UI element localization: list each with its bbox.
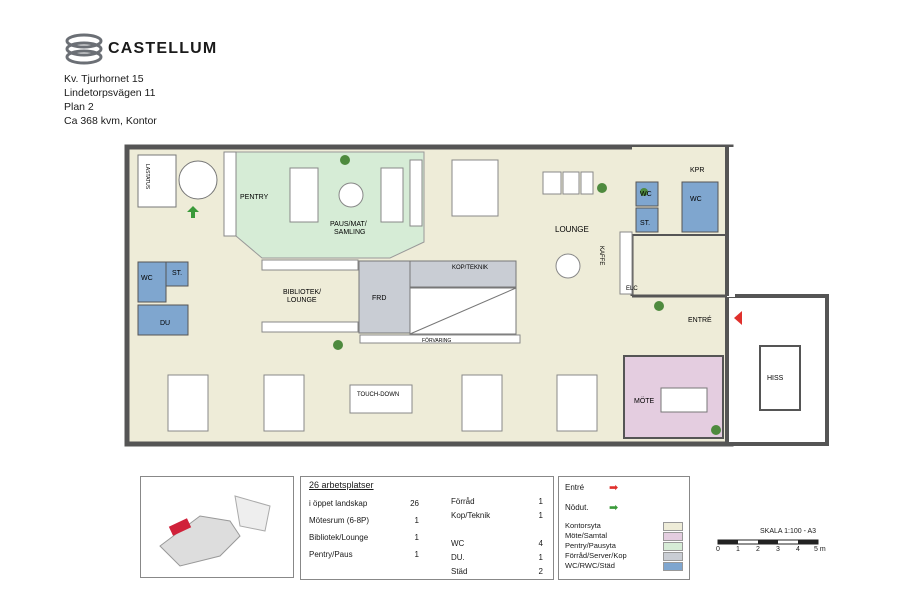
label-mote: MÖTE — [634, 397, 655, 405]
label-st-right: ST. — [640, 220, 650, 227]
label-du: DU — [160, 320, 170, 327]
st-left — [165, 261, 189, 287]
spiral-stair — [178, 160, 218, 200]
summary-row-motesrum: Mötesrum (6-8P)1 — [309, 516, 419, 525]
property-name: Kv. Tjurhornet 15 — [64, 73, 144, 85]
elevator-shaft — [137, 154, 177, 208]
summary-title: 26 arbetsplatser — [309, 480, 374, 490]
wc-left — [137, 261, 167, 303]
brand-name: CASTELLUM — [108, 40, 218, 57]
wc-right-2 — [681, 181, 719, 233]
du-room — [137, 304, 189, 336]
plants — [333, 155, 721, 435]
site-map — [140, 476, 294, 578]
site-highlight — [168, 518, 192, 536]
legend-item-pentry: Pentry/Pausyta — [565, 541, 683, 551]
exit-icon: ➡ — [609, 502, 619, 514]
label-kop: KOP/TEKNIK — [452, 265, 488, 271]
scale-tick-3: 3 — [776, 546, 780, 553]
property-area: Ca 368 kvm, Kontor — [64, 115, 157, 127]
label-lounge: LOUNGE — [555, 225, 589, 234]
label-paus: PAUS/MAT/ — [330, 221, 367, 228]
scale-tick-1: 1 — [736, 546, 740, 553]
label-elc: ELC — [626, 286, 638, 292]
label-pentry: PENTRY — [240, 194, 269, 201]
label-lastatus: LASTATUS — [144, 164, 150, 190]
scale-tick-4: 4 — [796, 546, 800, 553]
property-floor: Plan 2 — [64, 101, 94, 113]
legend-entre: Entré — [565, 483, 585, 492]
kaffe-counter — [619, 231, 633, 295]
storage-strip — [359, 334, 521, 344]
legend-item-mote: Möte/Samtal — [565, 531, 683, 541]
label-wc-right-1: WC — [640, 191, 652, 198]
summary-row-du: DU.1 — [451, 553, 543, 562]
legend-nodut: Nödut. — [565, 503, 589, 512]
st-right — [635, 207, 659, 233]
scale-tick-2: 2 — [756, 546, 760, 553]
label-forvaring: FÖRVARING — [422, 337, 451, 344]
label-st-left: ST. — [172, 270, 182, 277]
label-bibliotek-2: LOUNGE — [287, 297, 317, 304]
floor-plan: PENTRY PAUS/MAT/ SAMLING LOUNGE KPR WC W… — [124, 144, 829, 447]
label-wc-left: WC — [141, 275, 153, 282]
label-frd: FRD — [372, 295, 386, 302]
emergency-exit-icon — [187, 206, 199, 218]
entrance-icon: ➡ — [609, 482, 619, 494]
scale-bar — [717, 539, 819, 545]
label-entre: ENTRÉ — [688, 315, 712, 324]
scale-tick-5: 5 m — [814, 546, 826, 553]
label-hiss: HISS — [767, 375, 784, 382]
label-paus-2: SAMLING — [334, 229, 366, 236]
label-kpr: KPR — [690, 167, 704, 174]
legend-item-forrad: Förråd/Server/Kop — [565, 551, 683, 561]
castellum-logo — [65, 33, 103, 65]
entrance-arrow-icon — [734, 311, 742, 325]
kop-room — [409, 260, 517, 288]
label-kaffe: KAFFE — [598, 246, 604, 265]
legend-item-kontor: Kontorsyta — [565, 521, 683, 531]
label-touchdown: TOUCH-DOWN — [357, 392, 399, 398]
scale-tick-0: 0 — [716, 546, 720, 553]
elevator — [759, 345, 801, 411]
label-wc-right-2: WC — [690, 196, 702, 203]
label-bibliotek: BIBLIOTEK/ — [283, 289, 321, 296]
frd-room — [358, 260, 411, 334]
legend-item-wc: WC/RWC/Städ — [565, 561, 683, 571]
scale-label: SKALA 1:100 - A3 — [760, 528, 817, 535]
property-address: Lindetorpsvägen 11 — [64, 87, 156, 99]
legend: Entré ➡ Nödut. ➡ Kontorsyta Möte/Samtal … — [558, 476, 690, 580]
